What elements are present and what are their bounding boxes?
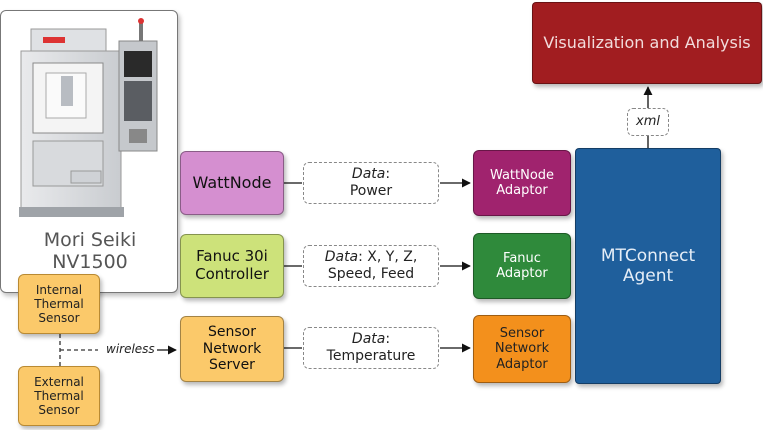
data-value-line1: : X, Y, Z, bbox=[358, 249, 418, 266]
agent-label-line2: Agent bbox=[622, 266, 674, 286]
data-prefix: Data bbox=[351, 331, 386, 348]
wattnode-adaptor-box: WattNode Adaptor bbox=[473, 150, 571, 216]
server-label-line1: Sensor bbox=[208, 324, 256, 341]
sensor-label-line3: Sensor bbox=[38, 403, 80, 418]
mtconnect-agent-box: MTConnect Agent bbox=[575, 148, 721, 384]
sensor-network-adaptor-box: Sensor Network Adaptor bbox=[473, 315, 571, 383]
data-prefix: Data bbox=[351, 166, 386, 183]
fanuc-label-line1: Fanuc 30i bbox=[196, 247, 268, 266]
server-label-line3: Server bbox=[209, 357, 255, 374]
fanuc-data-label: Data: X, Y, Z, Speed, Feed bbox=[303, 245, 439, 287]
sensor-label-line1: Internal bbox=[35, 282, 83, 297]
wireless-label: wireless bbox=[104, 342, 157, 356]
adaptor-label-line2: Adaptor bbox=[496, 183, 548, 198]
adaptor-label-line1: Sensor bbox=[499, 326, 545, 341]
visualization-label: Visualization and Analysis bbox=[543, 32, 751, 52]
server-label-line2: Network bbox=[202, 340, 262, 357]
adaptor-label-line2: Adaptor bbox=[496, 266, 548, 281]
power-data-label: Data: Power bbox=[303, 162, 439, 204]
machine-name: Mori Seiki NV1500 bbox=[43, 229, 137, 274]
wattnode-label: WattNode bbox=[192, 172, 272, 192]
fanuc-adaptor-box: Fanuc Adaptor bbox=[473, 233, 571, 299]
machine-image-panel: Mori Seiki NV1500 bbox=[0, 10, 178, 293]
temperature-data-label: Data: Temperature bbox=[303, 327, 439, 369]
visualization-analysis-box: Visualization and Analysis bbox=[532, 2, 762, 84]
fanuc-label-line2: Controller bbox=[195, 265, 269, 283]
sensor-label-line2: Thermal bbox=[34, 296, 84, 311]
fanuc-controller-box: Fanuc 30i Controller bbox=[180, 234, 284, 298]
wattnode-box: WattNode bbox=[180, 151, 284, 215]
adaptor-label-line3: Adaptor bbox=[496, 356, 548, 372]
xml-label: xml bbox=[627, 108, 669, 136]
sensor-network-server-box: Sensor Network Server bbox=[180, 316, 284, 382]
sensor-label-line2: Thermal bbox=[34, 388, 84, 403]
cnc-machine-illustration bbox=[19, 18, 158, 217]
adaptor-label-line1: Fanuc bbox=[503, 250, 541, 266]
data-value: Power bbox=[349, 183, 393, 199]
xml-text: xml bbox=[636, 114, 660, 130]
sensor-label-line3: Sensor bbox=[38, 311, 80, 326]
data-value: Temperature bbox=[326, 348, 416, 364]
internal-thermal-sensor-box: Internal Thermal Sensor bbox=[18, 274, 100, 334]
data-prefix: Data bbox=[324, 249, 359, 266]
data-value-line2: Speed, Feed bbox=[327, 266, 415, 282]
external-thermal-sensor-box: External Thermal Sensor bbox=[18, 366, 100, 426]
agent-label-line1: MTConnect bbox=[600, 245, 696, 266]
adaptor-label-line1: WattNode bbox=[489, 167, 555, 183]
sensor-label-line1: External bbox=[34, 374, 84, 389]
adaptor-label-line2: Network bbox=[494, 341, 550, 357]
